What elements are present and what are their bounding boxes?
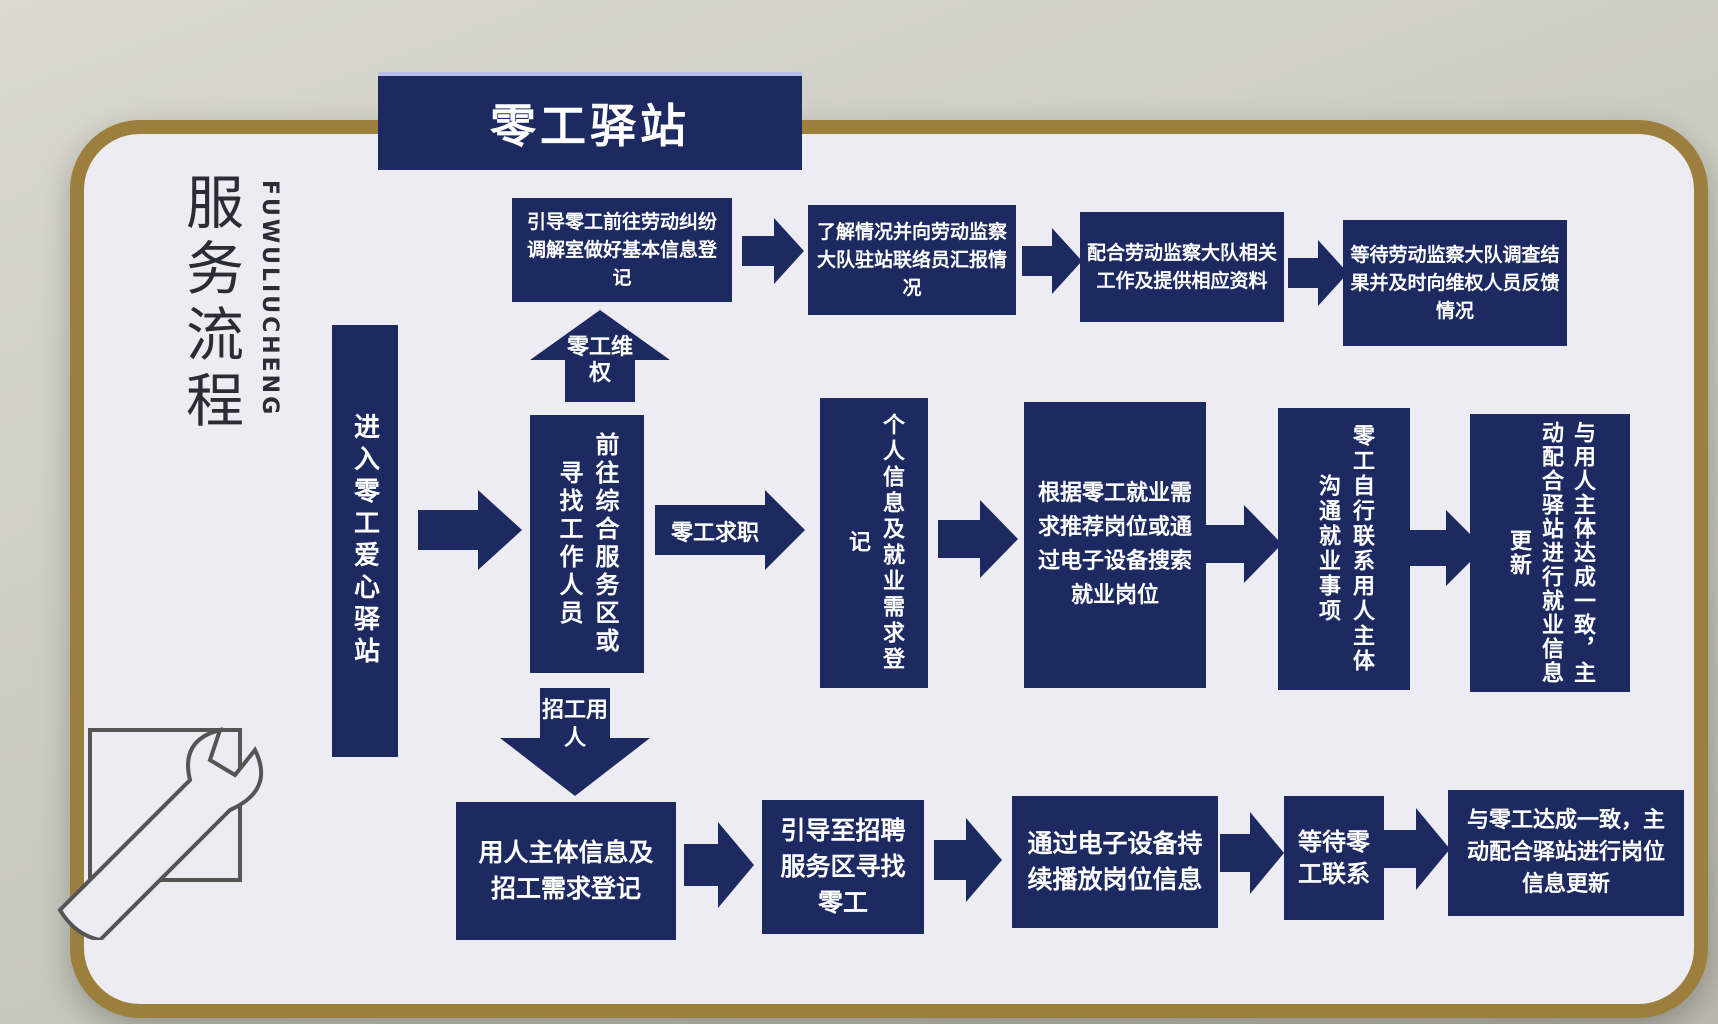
bottom-step-5-text: 与零工达成一致，主动配合驿站进行岗位信息更新 xyxy=(1466,808,1665,897)
bottom-step-4-text: 等待零工联系 xyxy=(1298,828,1370,888)
section-title-en: FUWULIUCHENG xyxy=(257,180,282,418)
hub-text: 前往综合服务区或寻找工作人员 xyxy=(555,432,619,656)
arrow-right-icon xyxy=(934,818,1002,902)
mid-step-2-text: 根据零工就业需求推荐岗位或通过电子设备搜索就业岗位 xyxy=(1037,481,1192,608)
top-step-3-text: 配合劳动监察大队相关工作及提供相应资料 xyxy=(1086,242,1277,292)
arrow-right-icon xyxy=(1022,228,1082,294)
arrow-right-icon xyxy=(684,822,754,908)
top-step-3: 配合劳动监察大队相关工作及提供相应资料 xyxy=(1080,212,1284,322)
arrow-right-icon xyxy=(1288,240,1348,306)
arrow-right-icon xyxy=(418,490,522,570)
arrow-right-icon xyxy=(1220,812,1284,894)
arrow-right-icon xyxy=(742,218,804,284)
bottom-step-4: 等待零工联系 xyxy=(1284,796,1384,920)
station-title: 零工驿站 xyxy=(378,72,802,170)
arrow-right-icon xyxy=(1384,808,1450,890)
mid-step-1-text: 个人信息及就业需求登记 xyxy=(845,413,904,673)
bottom-step-3: 通过电子设备持续播放岗位信息 xyxy=(1012,796,1218,928)
wrench-icon xyxy=(57,727,264,940)
arrow-down-icon xyxy=(500,688,650,796)
bottom-step-1: 用人主体信息及招工需求登记 xyxy=(456,802,676,940)
top-step-1: 引导零工前往劳动纠纷调解室做好基本信息登记 xyxy=(512,198,732,302)
top-step-4: 等待劳动监察大队调查结果并及时向维权人员反馈情况 xyxy=(1343,220,1567,346)
label-hire: 招工用人 xyxy=(541,698,608,751)
bottom-step-1-text: 用人主体信息及招工需求登记 xyxy=(478,838,654,903)
entry-text: 进入零工爱心驿站 xyxy=(349,413,380,669)
arrow-up-icon xyxy=(530,310,670,402)
section-title-cn: 服务流程 xyxy=(185,169,244,435)
mid-step-4: 与用人主体达成一致，主动配合驿站进行就业信息更新 xyxy=(1470,414,1630,692)
mid-step-3: 零工自行联系用人主体沟通就业事项 xyxy=(1278,408,1410,690)
mid-step-2: 根据零工就业需求推荐岗位或通过电子设备搜索就业岗位 xyxy=(1024,402,1206,688)
bottom-step-2-text: 引导至招聘服务区寻找零工 xyxy=(780,816,906,917)
label-rights: 零工维权 xyxy=(566,335,633,386)
mid-step-4-text: 与用人主体达成一致，主动配合驿站进行就业信息更新 xyxy=(1506,421,1595,685)
top-step-4-text: 等待劳动监察大队调查结果并及时向维权人员反馈情况 xyxy=(1350,244,1560,322)
top-step-2-text: 了解情况并向劳动监察大队驻站联络员汇报情况 xyxy=(816,221,1007,299)
top-step-2: 了解情况并向劳动监察大队驻站联络员汇报情况 xyxy=(808,205,1016,315)
entry-box: 进入零工爱心驿站 xyxy=(332,325,398,757)
arrow-right-icon xyxy=(1204,505,1282,583)
mid-step-1: 个人信息及就业需求登记 xyxy=(820,398,928,688)
hub-box: 前往综合服务区或寻找工作人员 xyxy=(530,415,644,673)
arrow-right-icon xyxy=(655,490,805,570)
bottom-step-5: 与零工达成一致，主动配合驿站进行岗位信息更新 xyxy=(1448,790,1684,916)
arrow-right-icon xyxy=(938,500,1018,578)
label-job: 零工求职 xyxy=(670,521,759,546)
top-step-1-text: 引导零工前往劳动纠纷调解室做好基本信息登记 xyxy=(526,211,717,289)
bottom-step-3-text: 通过电子设备持续播放岗位信息 xyxy=(1027,829,1203,894)
bottom-step-2: 引导至招聘服务区寻找零工 xyxy=(762,800,924,934)
arrow-right-icon xyxy=(1406,510,1484,586)
mid-step-3-text: 零工自行联系用人主体沟通就业事项 xyxy=(1315,424,1374,674)
